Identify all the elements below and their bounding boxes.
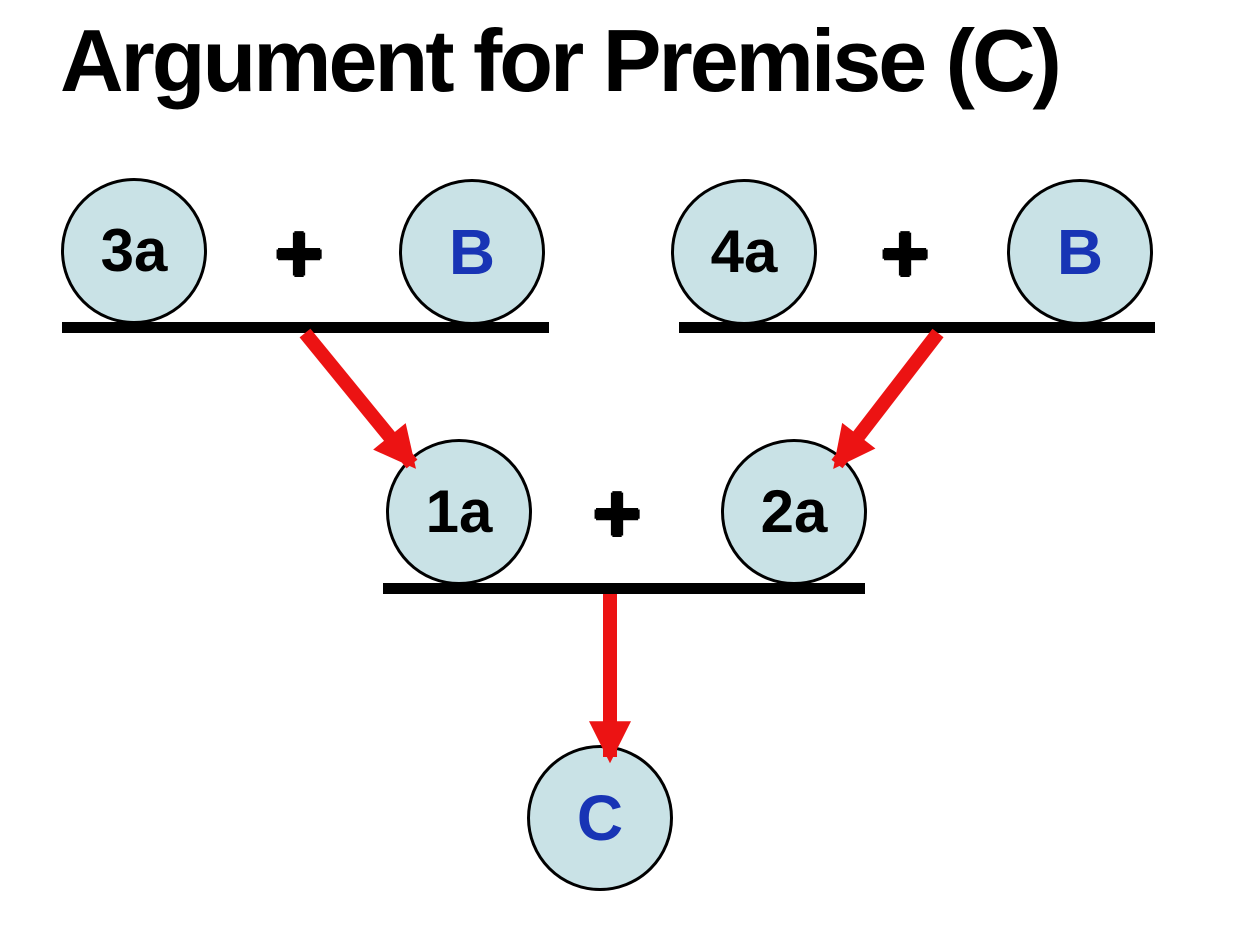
plus-operator-label: + <box>592 466 642 560</box>
red-arrow-right-to-2a <box>831 328 944 469</box>
plus-operator-label: + <box>880 206 930 300</box>
node-b-right: B <box>1007 179 1153 325</box>
node-1a: 1a <box>386 439 532 585</box>
node-label: B <box>1056 216 1104 288</box>
node-2a: 2a <box>721 439 867 585</box>
node-c: C <box>527 745 673 891</box>
premise-bar-right <box>679 322 1155 333</box>
node-3a: 3a <box>61 178 207 324</box>
plus-operator-label: + <box>274 206 324 300</box>
node-label: 3a <box>100 217 168 284</box>
red-arrow-left-to-1a <box>299 328 418 469</box>
plus-operator-left: + <box>257 211 341 295</box>
slide-title: Argument for Premise (C) <box>60 11 1062 110</box>
plus-operator-right: + <box>863 211 947 295</box>
node-label: 4a <box>710 218 778 285</box>
node-b-left: B <box>399 179 545 325</box>
premise-bar-left <box>62 322 549 333</box>
node-label: C <box>576 782 624 854</box>
plus-operator-middle: + <box>575 471 659 555</box>
node-label: 1a <box>425 478 493 545</box>
node-4a: 4a <box>671 179 817 325</box>
node-label: 2a <box>760 478 828 545</box>
inference-bar-middle <box>383 583 865 594</box>
node-label: B <box>448 216 496 288</box>
